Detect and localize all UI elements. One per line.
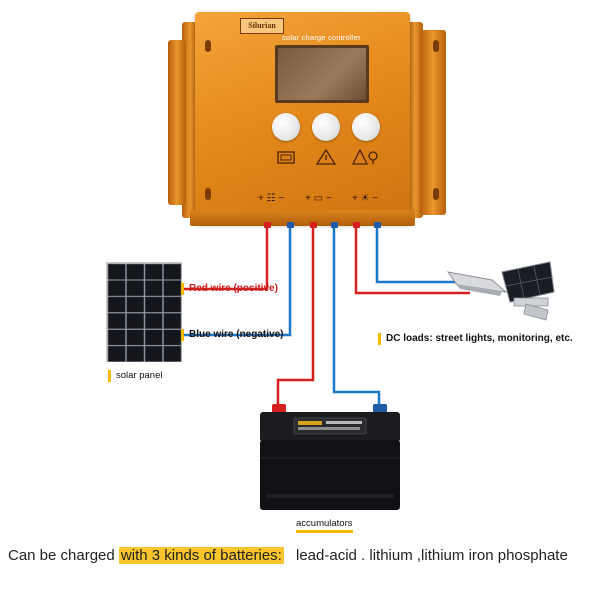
solar-cell: [126, 263, 145, 280]
footer-text: Can be charged with 3 kinds of batteries…: [8, 543, 284, 569]
solar-cell: [126, 296, 145, 313]
solar-cell: [144, 345, 163, 362]
solar-cell: [163, 312, 182, 330]
solar-cell: [126, 329, 145, 346]
solar-positive-terminal: [264, 222, 271, 228]
solar-cell: [144, 329, 163, 346]
solar-terminal-symbol: + ☷ −: [258, 193, 285, 204]
controller-button-3[interactable]: [352, 113, 380, 141]
heatsink-fin-right-outer: [420, 30, 446, 215]
battery-red-wire: [276, 224, 315, 405]
solar-cell: [163, 345, 182, 362]
battery-terminal-symbol: + ▭ −: [305, 193, 332, 204]
solar-cell: [107, 345, 126, 362]
mount-hole-icon: [205, 188, 211, 200]
footer-prefix: Can be charged: [8, 547, 119, 564]
lcd-screen: [275, 45, 369, 103]
controller-button-2[interactable]: [312, 113, 340, 141]
controller-base: [190, 210, 415, 226]
solar-cell: [107, 312, 126, 330]
blue-wire-label: Blue wire (negative): [181, 329, 283, 341]
battery-blue-wire: [332, 224, 381, 405]
solar-cell: [163, 296, 182, 313]
solar-cell: [163, 280, 182, 297]
street-light-icon: [446, 261, 555, 321]
heatsink-fin-right: [407, 22, 423, 218]
solar-cell: [144, 263, 163, 280]
model-label: solar charge controller: [282, 33, 361, 42]
solar-cell: [163, 329, 182, 346]
brand-label: Silurian: [240, 18, 284, 34]
load-blue-wire: [375, 224, 470, 284]
red-wire-label: Red wire (positive): [181, 283, 278, 295]
solar-cell: [144, 280, 163, 297]
solar-cell: [107, 280, 126, 297]
screen-icon: [277, 151, 295, 164]
load-icon: [352, 149, 378, 165]
solar-cell: [107, 329, 126, 346]
solar-panel-label: solar panel: [108, 370, 162, 382]
solar-negative-terminal: [287, 222, 294, 228]
mount-hole-icon: [433, 188, 439, 200]
warning-icon: [316, 149, 336, 165]
load-red-wire: [354, 224, 470, 295]
solar-red-wire: [183, 224, 269, 291]
heatsink-fin-left-outer: [168, 40, 186, 205]
solar-cell: [107, 296, 126, 313]
battery-types: lead-acid . lithium ,lithium iron phosph…: [296, 547, 568, 564]
battery-icon: [260, 404, 400, 510]
battery-positive-terminal: [310, 222, 317, 228]
mount-hole-icon: [205, 40, 211, 52]
heatsink-fin-left: [182, 22, 198, 218]
mount-hole-icon: [433, 40, 439, 52]
solar-cell: [144, 312, 163, 330]
footer-highlight: with 3 kinds of batteries:: [118, 547, 284, 564]
solar-cell: [126, 312, 145, 330]
load-negative-terminal: [374, 222, 381, 228]
battery-negative-terminal: [331, 222, 338, 228]
solar-cell: [107, 263, 126, 280]
accumulators-label: accumulators: [296, 518, 353, 533]
dc-loads-label: DC loads: street lights, monitoring, etc…: [378, 333, 573, 345]
solar-cell: [126, 345, 145, 362]
controller-button-1[interactable]: [272, 113, 300, 141]
solar-blue-wire: [183, 224, 292, 337]
solar-cell: [144, 296, 163, 313]
solar-panel-icon: [106, 262, 182, 362]
solar-cell: [163, 263, 182, 280]
load-terminal-symbol: + ☀ −: [352, 193, 379, 204]
solar-cell: [126, 280, 145, 297]
load-positive-terminal: [353, 222, 360, 228]
